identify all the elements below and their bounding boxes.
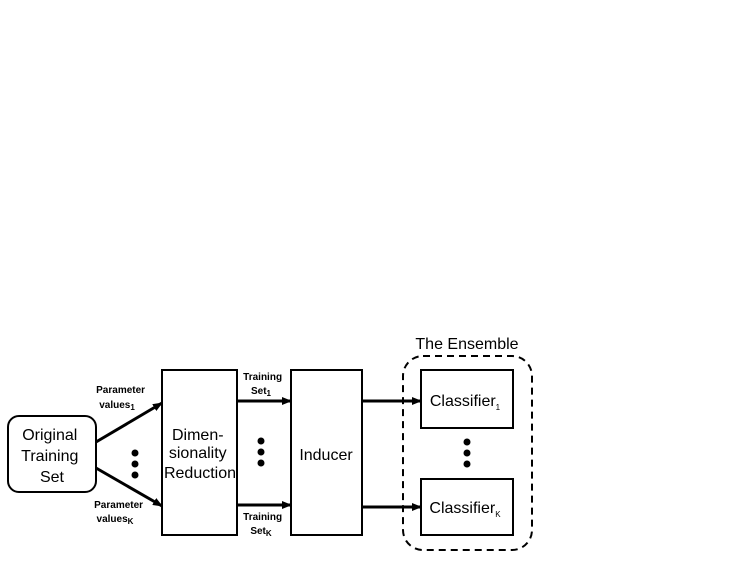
dimensionality-reduction-box (161, 369, 238, 536)
classifier-k-label: ClassifierK (429, 500, 501, 519)
classifier-k-box (420, 478, 514, 536)
ellipsis-dots-classifiers (463, 438, 471, 468)
arrow-param-1 (95, 401, 163, 444)
ensemble-title: The Ensemble (415, 336, 518, 353)
ellipsis-dots-training-sets (257, 437, 265, 467)
arrow-param-k (95, 466, 163, 508)
train-1-label: Training Set1 (243, 372, 285, 398)
param-1-label: Parameter values1 (96, 385, 148, 412)
original-training-set-box (7, 415, 97, 493)
inducer-label: Inducer (299, 447, 353, 464)
classifier-1-box (420, 369, 514, 429)
param-k-label: Parameter valuesK (94, 500, 146, 526)
ensemble-dashed-box (402, 355, 533, 551)
dimensionality-reduction-label: Dimen- sionality Reduction (164, 427, 236, 482)
train-k-label: Training SetK (243, 512, 285, 538)
inducer-box (290, 369, 363, 536)
original-training-set-label: Original Training Set (21, 427, 83, 486)
ellipsis-dots-parameters (131, 449, 139, 479)
classifier-1-label: Classifier1 (430, 393, 501, 412)
